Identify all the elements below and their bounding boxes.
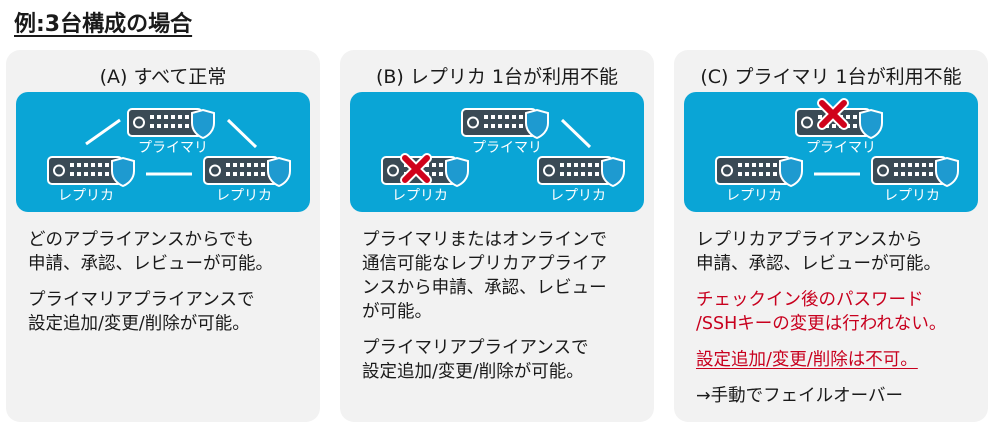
- replica-left-appliance-icon: [715, 156, 803, 187]
- description-paragraph: プライマリアプライアンスで 設定追加/変更/削除が可能。: [362, 338, 589, 382]
- primary-label: プライマリ: [138, 140, 208, 156]
- warning-paragraph: チェックイン後のパスワード /SSHキーの変更は行われない。: [696, 290, 947, 334]
- panel-replica-down: (B) レプリカ 1台が利用不能 プライマリ レプリカ レプリカ プライマリまた…: [340, 50, 654, 422]
- network-diagram: プライマリ レプリカ レプリカ: [684, 92, 978, 212]
- panel-primary-down: (C) プライマリ 1台が利用不能 プライマリ レプリカ レプリカ レプリカアプ…: [674, 50, 988, 422]
- connection-lines: [47, 108, 291, 187]
- primary-appliance-icon: [461, 108, 549, 139]
- panel-heading: (A) すべて正常: [99, 66, 227, 88]
- replica-left-appliance-icon: [47, 156, 135, 187]
- panel-description: どのアプライアンスからでも 申請、承認、レビューが可能。 プライマリアプライアン…: [28, 228, 312, 348]
- connection-lines: [381, 108, 625, 187]
- replica-right-appliance-icon: [871, 156, 959, 187]
- replica-left-label: レプリカ: [58, 188, 114, 204]
- connection-lines: [715, 92, 959, 187]
- replica-left-label: レプリカ: [392, 188, 448, 204]
- description-paragraph: レプリカアプライアンスから 申請、承認、レビューが可能。: [696, 230, 941, 274]
- description-paragraph: プライマリまたはオンラインで 通信可能なレプリカアプライア ンスから申請、承認、…: [362, 230, 607, 322]
- primary-label: プライマリ: [806, 140, 876, 156]
- replica-left-label: レプリカ: [726, 188, 782, 204]
- panel-all-normal: (A) すべて正常 プライマリ レプリカ レプリカ どのアプライアンスからでも …: [6, 50, 320, 422]
- replica-right-appliance-icon: [537, 156, 625, 187]
- page-title: 例:3台構成の場合: [14, 12, 193, 37]
- panel-description: レプリカアプライアンスから 申請、承認、レビューが可能。 チェックイン後のパスワ…: [696, 228, 980, 420]
- description-paragraph: どのアプライアンスからでも 申請、承認、レビューが可能。: [28, 230, 273, 274]
- replica-right-label: レプリカ: [550, 188, 606, 204]
- panel-heading: (C) プライマリ 1台が利用不能: [700, 66, 962, 88]
- replica-right-appliance-icon: [203, 156, 291, 187]
- warning-settings-paragraph: 設定追加/変更/削除は不可。: [696, 350, 918, 370]
- network-diagram: プライマリ レプリカ レプリカ: [350, 92, 644, 212]
- replica-right-label: レプリカ: [884, 188, 940, 204]
- failover-note: →手動でフェイルオーバー: [696, 386, 903, 406]
- primary-label: プライマリ: [472, 140, 542, 156]
- description-paragraph: プライマリアプライアンスで 設定追加/変更/削除が可能。: [28, 290, 255, 334]
- panel-heading: (B) レプリカ 1台が利用不能: [375, 66, 619, 88]
- network-diagram: プライマリ レプリカ レプリカ: [16, 92, 310, 212]
- replica-right-label: レプリカ: [216, 188, 272, 204]
- panel-description: プライマリまたはオンラインで 通信可能なレプリカアプライア ンスから申請、承認、…: [362, 228, 646, 396]
- primary-appliance-icon: [127, 108, 215, 139]
